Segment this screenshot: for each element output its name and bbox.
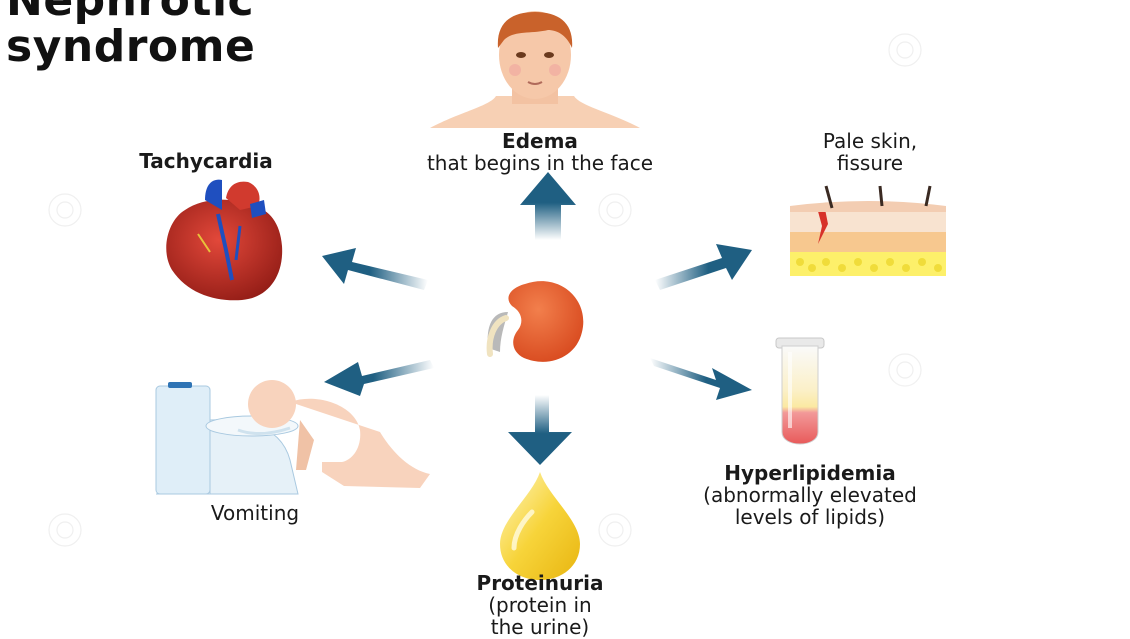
arrow-down [508,395,572,465]
hyperlipidemia-desc-1: (abnormally elevated [630,484,990,506]
face-icon [430,11,640,128]
vomiting-person-icon [156,380,430,494]
proteinuria-desc-1: (protein in [420,594,660,616]
label-hyperlipidemia: Hyperlipidemia (abnormally elevated leve… [630,462,990,528]
arrow-lower-right [650,358,752,400]
edema-title: Edema [360,130,720,152]
skin-fissure-icon [790,186,946,276]
proteinuria-title: Proteinuria [420,572,660,594]
label-edema: Edema that begins in the face [360,130,720,174]
pale-skin-title: Pale skin, [780,130,960,152]
vomiting-title: Vomiting [150,502,360,524]
test-tube-icon [776,338,824,444]
proteinuria-desc-2: the urine) [420,616,660,638]
edema-desc: that begins in the face [360,152,720,174]
arrow-upper-left [322,248,428,290]
tachycardia-title: Tachycardia [96,150,316,172]
arrow-lower-left [324,360,434,396]
arrow-up [520,172,576,240]
label-proteinuria: Proteinuria (protein in the urine) [420,572,660,638]
arrow-upper-right [655,244,752,290]
label-pale-skin: Pale skin, fissure [780,130,960,174]
label-tachycardia: Tachycardia [96,150,316,172]
drop-icon [500,472,580,580]
hyperlipidemia-title: Hyperlipidemia [630,462,990,484]
hyperlipidemia-desc-2: levels of lipids) [630,506,990,528]
label-vomiting: Vomiting [150,502,360,524]
kidney-icon [488,281,584,362]
pale-skin-desc: fissure [780,152,960,174]
heart-icon [166,180,282,301]
